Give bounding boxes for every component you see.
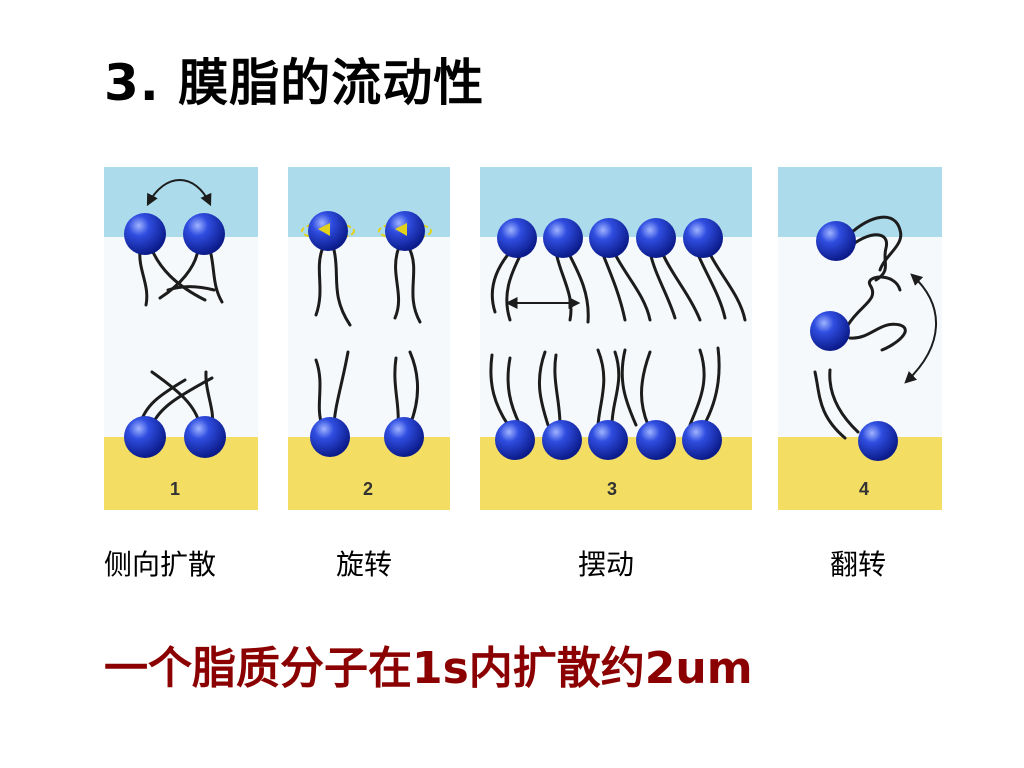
label-flexion: 摆动 [578, 548, 635, 581]
label-flip-flop: 翻转 [830, 548, 887, 581]
rotation-arrow-tips [318, 223, 407, 236]
panel-3-lipids [489, 250, 747, 427]
panel-1-background [104, 167, 258, 510]
panel-3-number: 3 [607, 479, 617, 499]
panel-2-heads [308, 211, 425, 457]
panel-3-heads [495, 218, 723, 460]
label-lateral-diffusion: 侧向扩散 [104, 548, 217, 581]
flip-flop-arrow [904, 273, 937, 384]
summary-text: 一个脂质分子在1s内扩散约2um [104, 643, 753, 694]
panel-2-background [288, 167, 450, 510]
panel-1-number: 1 [170, 479, 180, 499]
panel-4-lipids [813, 215, 907, 440]
panel-4-background [778, 167, 942, 510]
panel-2-number: 2 [363, 479, 373, 499]
panel-1-heads [124, 213, 226, 458]
label-rotation: 旋转 [336, 548, 393, 581]
panel-4-number: 4 [859, 479, 869, 499]
slide-title: 3. 膜脂的流动性 [104, 54, 485, 112]
lateral-diffusion-arrow [146, 179, 212, 207]
panel-4-heads [810, 221, 898, 461]
